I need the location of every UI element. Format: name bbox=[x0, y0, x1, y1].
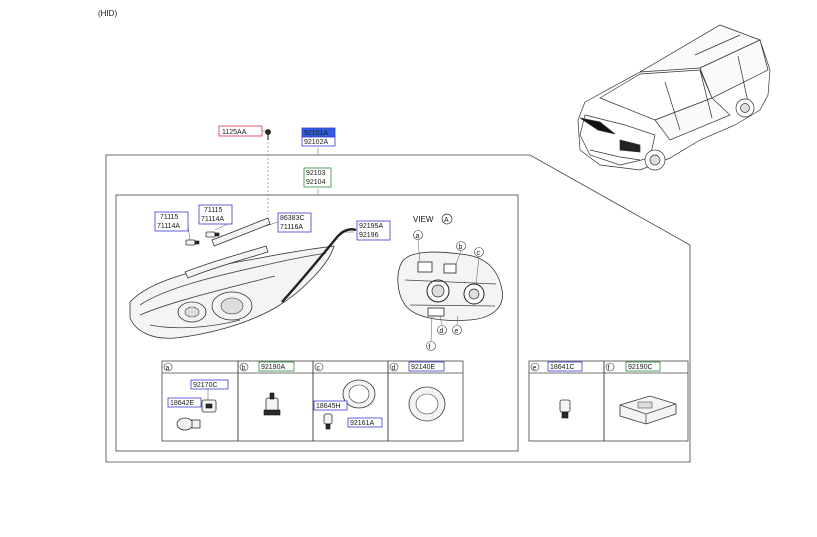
seal-strip bbox=[281, 228, 357, 303]
svg-text:92190A: 92190A bbox=[261, 364, 285, 371]
headlamp-assembly bbox=[129, 245, 335, 339]
highlighted-headlamp bbox=[579, 117, 616, 135]
svg-text:18642E: 18642E bbox=[170, 400, 194, 407]
callout-71115-71114A-left[interactable]: 71115 71114A bbox=[154, 211, 189, 232]
side-bulb-right bbox=[205, 231, 220, 238]
svg-text:18641C: 18641C bbox=[550, 364, 575, 371]
callout-92195A-92196[interactable]: 92195A 92196 bbox=[356, 220, 391, 241]
svg-text:d: d bbox=[392, 365, 396, 372]
panel-f: f 92190C bbox=[603, 360, 689, 442]
bolt-part bbox=[265, 129, 271, 140]
svg-text:71115: 71115 bbox=[204, 207, 223, 214]
svg-text:e: e bbox=[455, 328, 459, 335]
svg-text:A: A bbox=[444, 217, 449, 224]
callout-92103-92104[interactable]: 92103 92104 bbox=[303, 167, 332, 188]
svg-text:a: a bbox=[166, 365, 170, 372]
svg-text:c: c bbox=[317, 365, 321, 372]
callout-92140E[interactable]: 92140E bbox=[408, 361, 445, 372]
svg-text:f: f bbox=[608, 365, 610, 372]
view-a-lamp-rear bbox=[397, 251, 503, 321]
view-a-label: VIEW A bbox=[413, 213, 453, 225]
callout-92190C[interactable]: 92190C bbox=[625, 361, 661, 372]
svg-text:92101A: 92101A bbox=[304, 130, 328, 137]
callout-92161A[interactable]: 92161A bbox=[347, 417, 383, 428]
ballast-unit-f bbox=[619, 395, 677, 425]
panel-c: c 18645H 92161A bbox=[312, 360, 389, 442]
svg-text:71114A: 71114A bbox=[157, 223, 180, 230]
svg-text:VIEW: VIEW bbox=[413, 215, 434, 224]
callout-92190A[interactable]: 92190A bbox=[258, 361, 295, 372]
callout-18641C[interactable]: 18641C bbox=[547, 361, 583, 372]
svg-text:1125AA: 1125AA bbox=[222, 129, 247, 136]
bulb-e bbox=[559, 399, 571, 419]
callout-71115-71114A-right[interactable]: 71115 71114A bbox=[198, 204, 233, 225]
svg-text:71115: 71115 bbox=[160, 214, 179, 221]
svg-text:b: b bbox=[242, 365, 246, 372]
dust-cover-c bbox=[342, 379, 376, 409]
callout-92101A-92102A[interactable]: 92101A 92102A bbox=[301, 127, 336, 147]
svg-text:71114A: 71114A bbox=[201, 216, 224, 223]
panel-d: d 92140E bbox=[387, 360, 464, 442]
outer-frame bbox=[105, 154, 691, 463]
svg-text:a: a bbox=[416, 233, 420, 240]
dust-cap-d bbox=[408, 386, 446, 422]
callout-18645H[interactable]: 18645H bbox=[313, 400, 348, 411]
svg-text:92161A: 92161A bbox=[350, 420, 374, 427]
view-point-b: b bbox=[455, 241, 466, 265]
panel-a: a 92170C 18642E bbox=[161, 360, 239, 442]
svg-text:92103: 92103 bbox=[306, 170, 326, 177]
svg-text:92190C: 92190C bbox=[628, 364, 653, 371]
variant-label: (HID) bbox=[98, 9, 117, 18]
callout-86383C-71116A[interactable]: 86383C 71116A bbox=[277, 212, 312, 233]
view-point-f: f bbox=[426, 315, 436, 351]
svg-text:92196: 92196 bbox=[359, 232, 379, 239]
svg-text:92170C: 92170C bbox=[193, 382, 218, 389]
svg-text:92104: 92104 bbox=[306, 179, 326, 186]
svg-text:92140E: 92140E bbox=[411, 364, 435, 371]
svg-text:71116A: 71116A bbox=[280, 224, 303, 231]
callout-1125AA[interactable]: 1125AA bbox=[218, 125, 263, 137]
view-point-d: d bbox=[437, 315, 447, 335]
vehicle-illustration bbox=[577, 24, 771, 171]
bulb-socket-a bbox=[201, 399, 217, 413]
view-point-a: a bbox=[413, 230, 423, 263]
view-point-e: e bbox=[452, 315, 462, 335]
bulb-a bbox=[176, 417, 201, 431]
led-trim-strip bbox=[184, 217, 271, 279]
assembly-frame bbox=[115, 194, 519, 452]
side-bulb-left bbox=[185, 239, 200, 246]
panel-b: b 92190A bbox=[237, 360, 314, 442]
svg-text:f: f bbox=[429, 344, 431, 351]
svg-text:18645H: 18645H bbox=[316, 403, 341, 410]
svg-text:d: d bbox=[440, 328, 444, 335]
bulb-c bbox=[323, 413, 333, 430]
svg-text:92102A: 92102A bbox=[304, 139, 328, 146]
callout-18642E[interactable]: 18642E bbox=[167, 397, 202, 408]
bulb-b bbox=[263, 392, 281, 416]
view-point-c: c bbox=[474, 247, 484, 285]
callout-92170C[interactable]: 92170C bbox=[190, 379, 229, 390]
svg-text:c: c bbox=[477, 250, 481, 257]
svg-text:92195A: 92195A bbox=[359, 223, 383, 230]
panel-e: e 18641C bbox=[528, 360, 605, 442]
svg-text:86383C: 86383C bbox=[280, 215, 305, 222]
svg-text:b: b bbox=[459, 244, 463, 251]
svg-text:e: e bbox=[533, 365, 537, 372]
